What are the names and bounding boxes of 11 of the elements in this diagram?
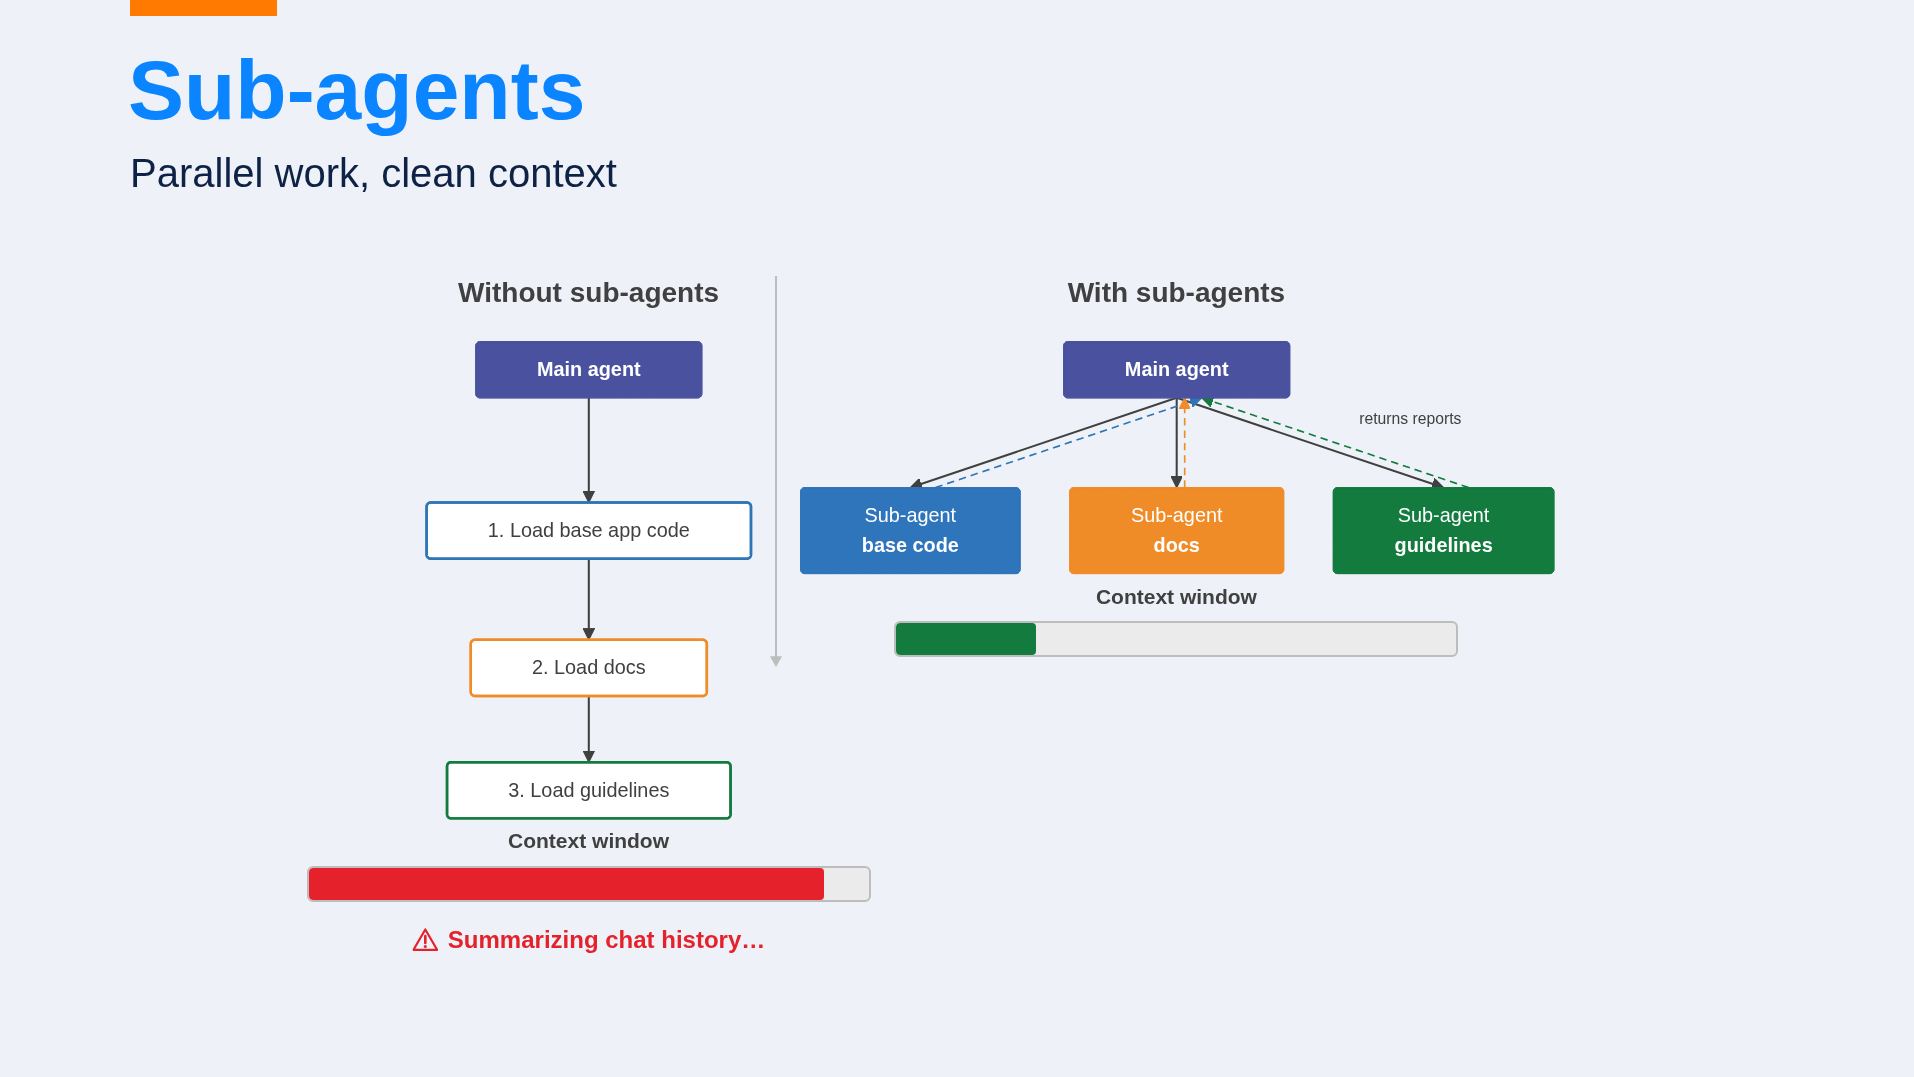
slide-title: Sub-agents — [128, 44, 586, 137]
arrow — [1170, 397, 1183, 489]
arrow — [582, 696, 595, 763]
edge-label: returns reports — [1359, 409, 1462, 427]
bar-caption: Context window — [1095, 583, 1257, 609]
section-heading: Without sub-agents — [458, 275, 720, 310]
bar-caption: Context window — [508, 828, 670, 854]
warning-message: Summarizing chat history… — [447, 925, 766, 955]
section-heading: With sub-agents — [1067, 275, 1286, 310]
subtitle: Parallel work, clean context — [130, 150, 617, 196]
arrow — [1178, 397, 1191, 489]
